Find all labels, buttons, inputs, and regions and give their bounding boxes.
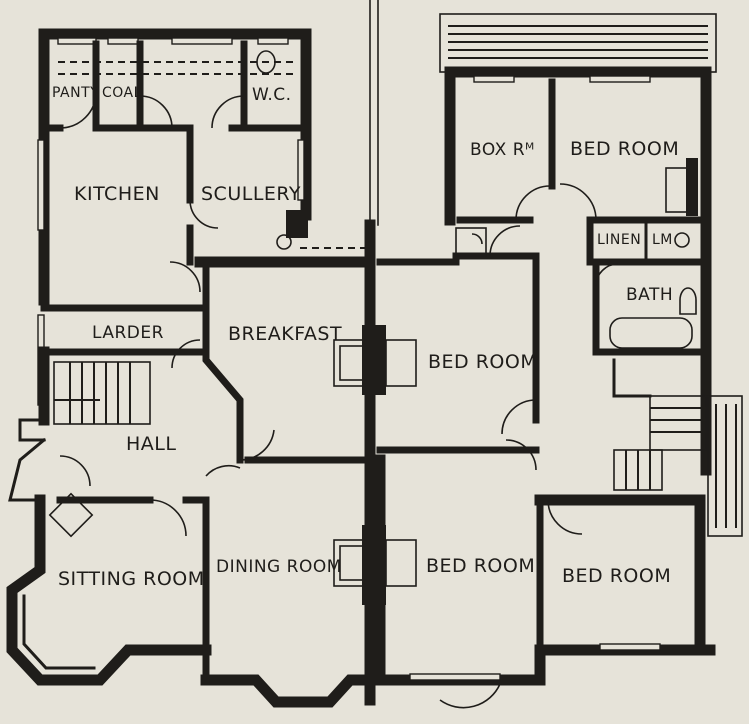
label-linen: LINEN: [597, 232, 641, 248]
label-lavatory: LM: [652, 232, 673, 248]
label-bed-room-2: BED ROOM: [428, 351, 537, 373]
label-pantry: PANTY: [52, 85, 99, 101]
label-sitting-room: SITTING ROOM: [58, 568, 205, 590]
label-larder: LARDER: [92, 323, 164, 343]
ground-stair: [53, 361, 151, 425]
first-floor-stair: [612, 358, 707, 491]
label-bed-room-1: BED ROOM: [570, 138, 679, 160]
first-floor-doors: [439, 183, 619, 709]
ground-floor-walls: [6, 28, 376, 708]
label-scullery: SCULLERY: [201, 183, 301, 205]
label-dining-room: DINING ROOM: [216, 557, 342, 577]
label-bed-room-4: BED ROOM: [562, 565, 671, 587]
room-labels: PANTY COAL W.C. KITCHEN SCULLERY LARDER …: [52, 85, 679, 590]
ground-floor-doors: [59, 91, 275, 537]
label-wc: W.C.: [252, 85, 292, 105]
label-hall: HALL: [126, 433, 176, 455]
label-bath: BATH: [626, 285, 673, 305]
label-coal: COAL: [102, 85, 142, 101]
sheet-divider: [369, 0, 379, 226]
label-kitchen: KITCHEN: [74, 183, 160, 205]
label-breakfast: BREAKFAST: [228, 323, 342, 345]
label-bed-room-3: BED ROOM: [426, 555, 535, 577]
label-box-room: BOX Rᴹ: [470, 140, 535, 160]
first-floor-walls: [362, 13, 743, 706]
